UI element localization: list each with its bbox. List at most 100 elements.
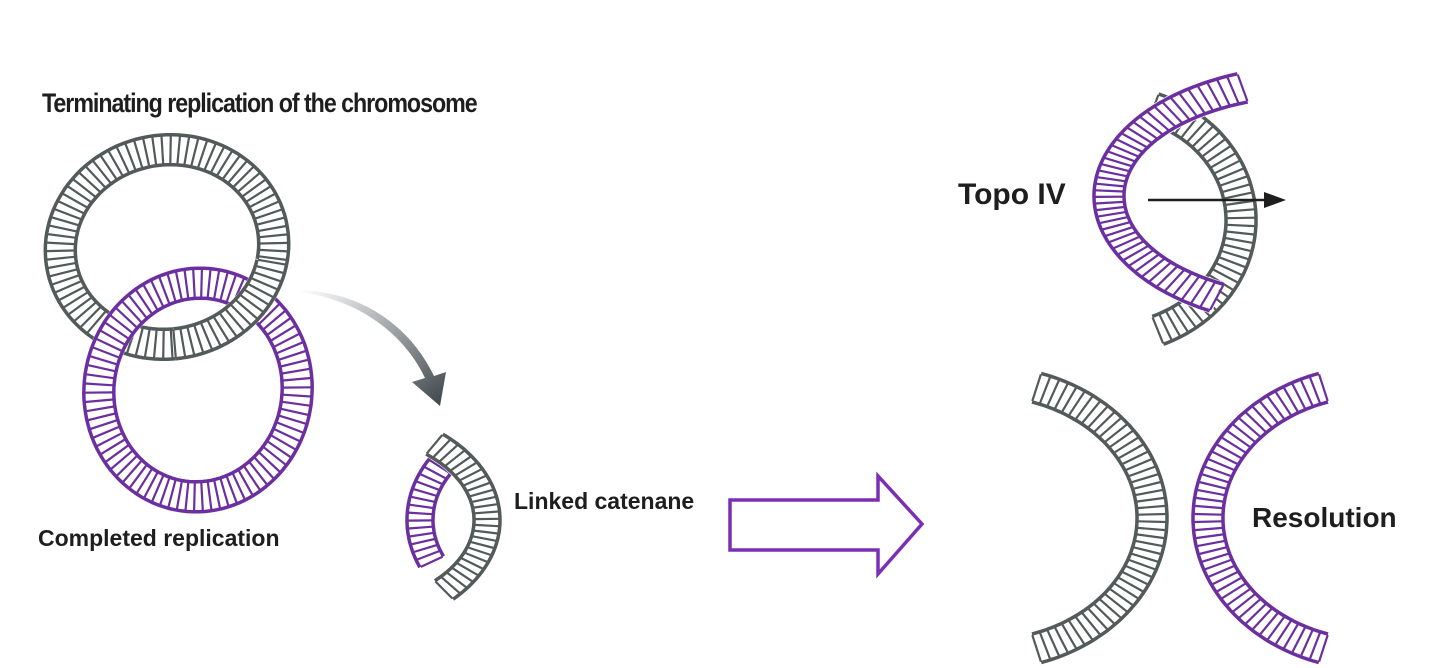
base-pair-rung <box>1131 473 1159 484</box>
base-pair-rung <box>1232 593 1256 613</box>
base-pair-rung <box>273 428 301 443</box>
base-pair-rung <box>424 466 447 480</box>
base-pair-rung <box>210 146 225 173</box>
base-pair-rung <box>1225 236 1253 244</box>
base-pair-rung <box>1131 552 1159 563</box>
base-pair-rung <box>1104 423 1128 443</box>
base-pair-rung <box>1170 97 1191 120</box>
base-pair-rung <box>167 479 177 508</box>
base-pair-rung <box>169 135 172 164</box>
base-pair-rung <box>142 138 151 167</box>
base-pair-rung <box>122 460 143 483</box>
topo-purple-strand <box>1092 71 1249 314</box>
base-pair-rung <box>1204 465 1232 478</box>
base-pair-rung <box>251 277 278 291</box>
strand-backing <box>1191 371 1328 665</box>
base-pair-rung <box>183 136 191 165</box>
base-pair-rung <box>159 477 171 505</box>
base-pair-rung <box>243 465 261 491</box>
base-pair-rung <box>192 269 196 298</box>
base-pair-rung <box>408 511 433 516</box>
base-pair-rung <box>256 216 285 226</box>
base-pair-rung <box>1318 634 1329 662</box>
base-pair-rung <box>1125 564 1153 578</box>
base-pair-rung <box>109 314 133 334</box>
strand-backing <box>427 430 502 603</box>
base-pair-rung <box>249 193 276 208</box>
base-pair-rung <box>62 192 88 209</box>
base-pair-rung <box>1218 256 1246 269</box>
base-pair-rung <box>1210 152 1236 169</box>
base-pair-rung <box>1206 145 1231 163</box>
backbone-rail <box>1031 400 1139 636</box>
base-pair-rung <box>244 288 269 306</box>
base-pair-rung <box>46 255 75 261</box>
base-pair-rung <box>253 456 275 480</box>
base-pair-rung <box>193 325 205 353</box>
base-pair-rung <box>1118 576 1144 593</box>
backbone-rail <box>441 432 502 601</box>
linked-catenane-label: Linked catenane <box>514 488 695 514</box>
base-pair-rung <box>282 400 311 407</box>
base-pair-rung <box>1096 205 1125 212</box>
base-pair-rung <box>1204 558 1232 571</box>
base-pair-rung <box>1128 249 1154 267</box>
base-pair-rung <box>225 275 237 303</box>
base-pair-rung <box>1244 603 1267 625</box>
base-pair-rung <box>1238 598 1261 619</box>
topo-iv-strands <box>1092 71 1258 347</box>
base-pair-rung <box>116 455 138 477</box>
base-pair-rung <box>413 544 438 554</box>
base-pair-rung <box>72 178 96 198</box>
base-pair-rung <box>1095 189 1124 193</box>
base-pair-rung <box>257 258 286 266</box>
base-pair-rung <box>1099 216 1128 225</box>
base-pair-rung <box>1221 582 1247 600</box>
base-pair-rung <box>1197 131 1220 153</box>
base-pair-rung <box>183 270 190 299</box>
base-pair-rung <box>1068 620 1086 645</box>
base-pair-rung <box>128 294 148 319</box>
base-pair-rung <box>1038 632 1052 660</box>
base-pair-rung <box>1207 458 1235 472</box>
base-pair-rung <box>1135 488 1164 497</box>
resolved-gray-strand <box>1031 371 1169 665</box>
base-pair-rung <box>1244 411 1267 433</box>
base-pair-rung <box>1226 430 1251 448</box>
base-pair-rung <box>1177 303 1197 328</box>
base-pair-rung <box>222 155 241 180</box>
backbone-rail <box>1122 100 1249 286</box>
backbone-rail <box>1092 72 1238 313</box>
base-pair-rung <box>224 308 245 332</box>
base-pair-rung <box>133 140 144 169</box>
base-pair-rung <box>1211 450 1238 465</box>
base-pair-rung <box>1137 520 1166 524</box>
base-pair-rung <box>1226 208 1255 213</box>
backbone-rail <box>1158 92 1258 346</box>
base-pair-rung <box>1212 268 1239 284</box>
gray-ring-overlap <box>172 258 289 361</box>
base-pair-rung <box>469 488 494 498</box>
base-pair-rung <box>280 407 309 416</box>
base-pair-rung <box>99 329 126 346</box>
base-pair-rung <box>247 283 274 299</box>
base-pair-rung <box>1201 552 1229 563</box>
base-pair-rung <box>258 303 280 325</box>
base-pair-rung <box>1251 405 1273 429</box>
base-pair-rung <box>51 274 80 286</box>
base-pair-rung <box>282 367 310 375</box>
block-arrow <box>728 471 925 579</box>
base-pair-rung <box>1199 282 1216 308</box>
backbone-rail <box>1040 371 1169 665</box>
base-pair-rung <box>1216 79 1231 106</box>
backbone-rail <box>173 259 259 331</box>
base-pair-rung <box>232 166 255 188</box>
base-pair-rung <box>471 495 496 503</box>
base-pair-rung <box>1113 582 1139 600</box>
base-pair-rung <box>237 469 254 496</box>
base-pair-rung <box>1214 159 1241 175</box>
base-pair-rung <box>85 165 106 188</box>
base-pair-rung <box>267 440 292 459</box>
base-pair-rung <box>92 425 120 439</box>
